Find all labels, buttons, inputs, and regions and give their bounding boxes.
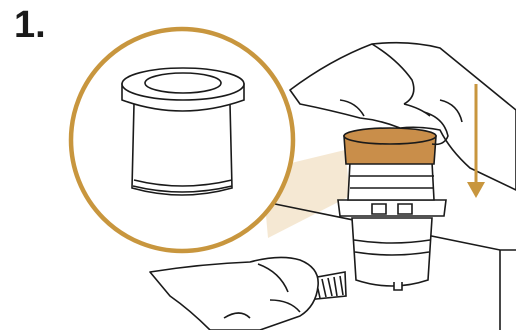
clamp-ring <box>338 200 446 216</box>
step-number: 1. <box>14 6 46 44</box>
hand-holding <box>150 257 318 330</box>
dosing-cup <box>348 162 434 200</box>
tamper-cap <box>344 128 436 164</box>
portafilter-basket <box>352 218 432 290</box>
enlarged-cup <box>122 68 244 195</box>
